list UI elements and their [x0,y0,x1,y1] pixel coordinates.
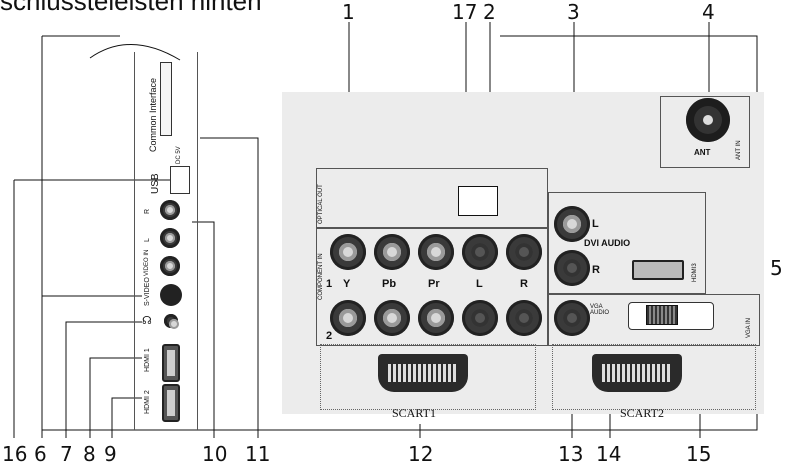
callout-6: 6 [34,442,47,466]
callout-5: 5 [770,256,783,280]
vga-connector [646,305,678,325]
scart2-port[interactable] [592,354,682,392]
callout-13: 13 [558,442,584,466]
component-l-label: L [476,278,483,290]
hdmi2-port[interactable] [162,384,180,422]
component-pr-label: Pr [428,278,440,290]
vga-audio-jack[interactable] [554,300,590,336]
dvi-audio-label: DVI AUDIO [584,238,631,248]
page-heading: schlussteleisten hinten [0,0,262,16]
component2-audio-r-jack[interactable] [506,300,542,336]
callout-1: 1 [342,0,355,24]
callout-3: 3 [567,0,580,24]
common-interface-slot[interactable] [160,62,172,136]
component-in-label: COMPONENT IN [318,253,324,300]
hdmi1-label: HDMI 1 [144,348,151,372]
usb-port[interactable] [170,166,190,194]
component-pb-jack[interactable] [374,234,410,270]
scart1-port[interactable] [378,354,468,392]
optical-out-port[interactable] [458,186,498,216]
component-pb-label: Pb [382,278,397,290]
hdmi3-label: HDMI3 [692,263,698,282]
component2-pr-jack[interactable] [418,300,454,336]
component2-y-jack[interactable] [330,300,366,336]
audio-in-l-label: L [144,238,151,242]
dvi-audio-l-jack[interactable] [554,206,590,242]
dvi-audio-r-jack[interactable] [554,250,590,286]
callout-4: 4 [702,0,715,24]
video-in-label: VIDEO IN [144,249,150,276]
optical-out-label: OPTICAL OUT [318,184,324,224]
antenna-port-pin [703,115,713,125]
callout-12: 12 [408,442,434,466]
video-in-jack[interactable] [160,256,180,276]
callout-17: 17 [452,0,478,24]
callout-11: 11 [245,442,271,466]
side-panel [134,52,198,430]
audio-in-r-label: R [144,208,151,214]
scart2-label: SCART2 [620,406,664,420]
callout-9: 9 [104,442,117,466]
dvi-r-label: R [592,264,600,276]
audio-in-l-jack[interactable] [160,228,180,248]
scart2-area [552,344,756,410]
component-audio-l-jack[interactable] [462,234,498,270]
optical-out-section [316,168,548,228]
vga-in-label: VGA IN [746,317,752,338]
headphone-jack[interactable] [164,314,179,329]
hdmi1-port[interactable] [162,344,180,382]
svideo-label: S-VIDEO [144,277,151,306]
hdmi2-label: HDMI 2 [144,390,151,414]
callout-15: 15 [686,442,712,466]
component-r-label: R [520,278,528,290]
callout-7: 7 [60,442,73,466]
component-y-label: Y [343,278,351,290]
dvi-l-label: L [592,218,599,230]
scart1-label: SCART1 [392,406,436,420]
component-pr-jack[interactable] [418,234,454,270]
svideo-port[interactable] [160,284,182,306]
callout-8: 8 [83,442,96,466]
scart1-area [320,344,536,410]
ant-label: ANT [694,148,711,157]
component2-audio-l-jack[interactable] [462,300,498,336]
headphone-icon: ☊ [142,315,152,327]
usb-label: USB [150,173,161,194]
audio-in-r-jack[interactable] [160,200,180,220]
hdmi3-port[interactable] [632,260,684,280]
ant-in-label: ANT IN [736,140,742,160]
component-y-jack[interactable] [330,234,366,270]
component-audio-r-jack[interactable] [506,234,542,270]
usb-sub-label: DC 5V [176,146,182,164]
component2-pb-jack[interactable] [374,300,410,336]
row1-index: 1 [326,278,333,290]
callout-16: 16 [2,442,28,466]
row2-index: 2 [326,330,333,342]
common-interface-label: Common Interface [148,77,158,152]
callout-10: 10 [202,442,228,466]
callout-14: 14 [596,442,622,466]
vga-audio-label: VGA AUDIO [590,304,610,316]
callout-2: 2 [483,0,496,24]
